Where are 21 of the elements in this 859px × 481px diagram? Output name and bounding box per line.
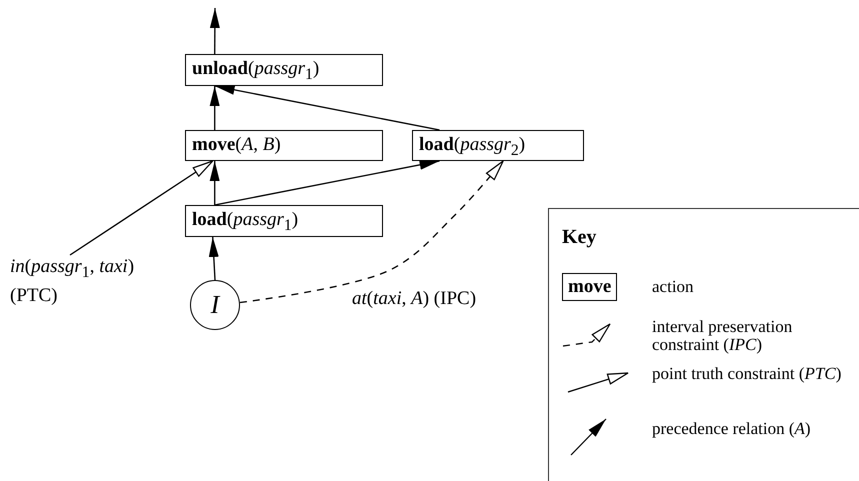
constraint-type-label: (PTC) — [10, 284, 58, 307]
legend-text: precedence relation (A) — [652, 420, 812, 438]
arrow — [214, 160, 440, 206]
action-box: move(A, B) — [185, 130, 383, 161]
key-heading: Key — [562, 226, 596, 249]
legend-text: action — [652, 276, 695, 296]
action-box: load(passgr$_{1}$) — [185, 205, 383, 237]
arrow — [210, 161, 220, 205]
arrow — [210, 8, 220, 54]
condition-label: in(passgr$_{1}$, taxi) — [10, 255, 136, 283]
dashed-arrow — [240, 160, 504, 304]
legend-text: point truth constraint (PTC) — [652, 365, 842, 383]
sample-action-box: move — [562, 273, 618, 301]
initial-state-circle: I — [190, 280, 240, 330]
legend-text: interval preservation constraint (IPC) — [652, 318, 794, 354]
arrow — [210, 86, 220, 130]
action-box: unload(passgr$_{1}$) — [185, 54, 383, 86]
arrow — [208, 236, 219, 280]
arrow — [70, 160, 214, 256]
action-box: load(passgr$_{2}$) — [412, 130, 584, 161]
arrow — [214, 84, 440, 131]
